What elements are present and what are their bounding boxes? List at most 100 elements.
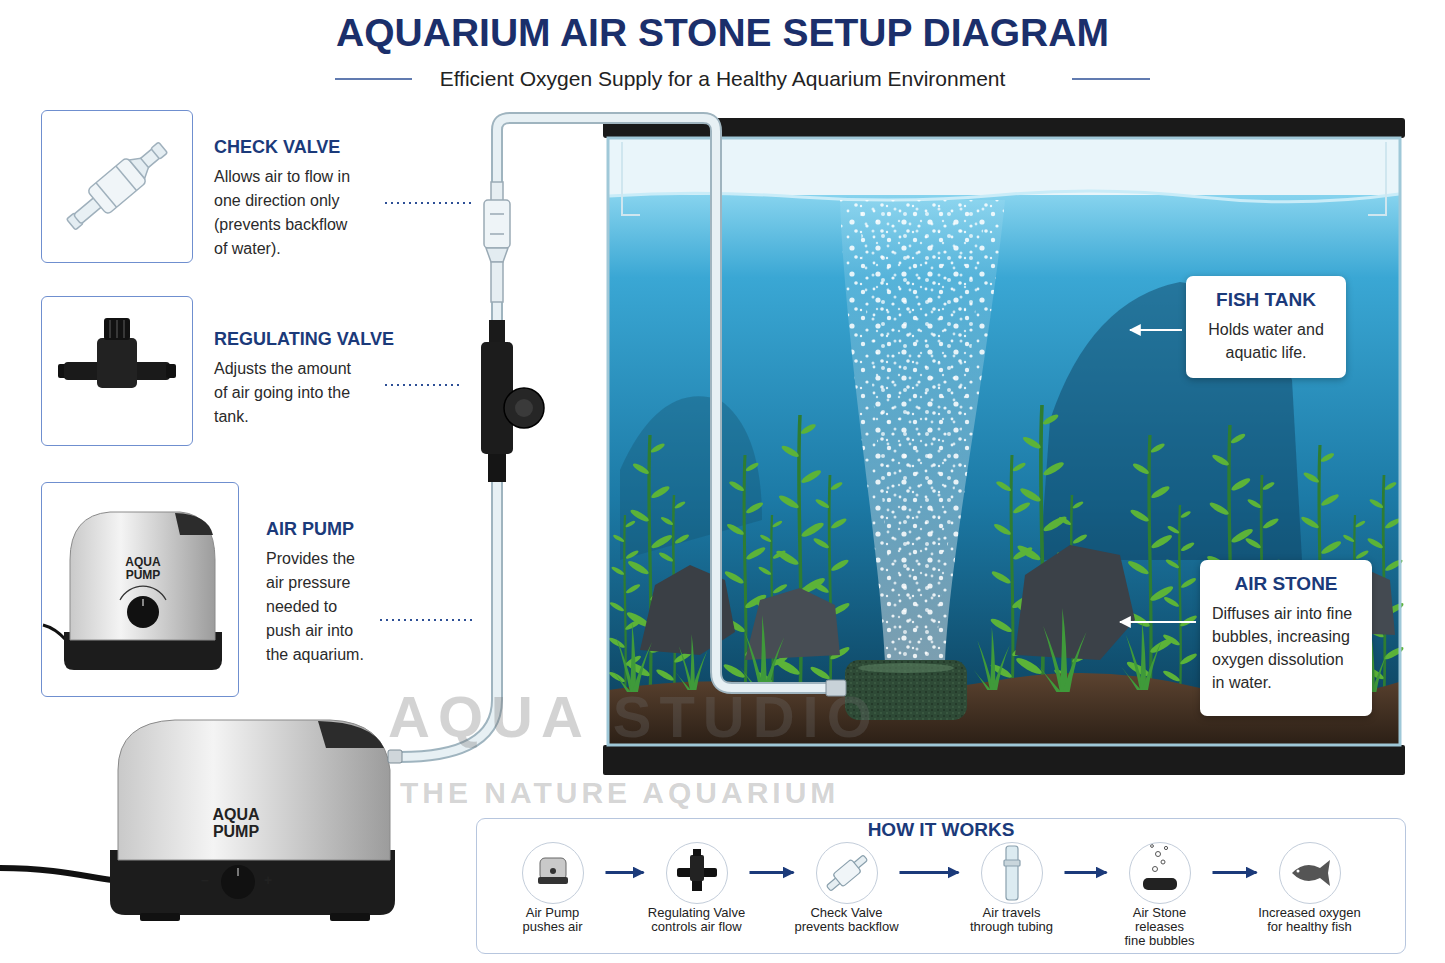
pump-brand-label: AQUA PUMP xyxy=(120,556,166,582)
drawing-part xyxy=(1120,621,1196,623)
drawing-part xyxy=(123,320,125,338)
drawing-part xyxy=(692,881,702,891)
drawing-part xyxy=(491,262,503,302)
step-circle: Check Valve prevents backflow xyxy=(816,842,878,904)
callout-arrow xyxy=(1120,330,1196,622)
glass-corner-marks xyxy=(622,142,1386,215)
drawing-part xyxy=(166,364,176,378)
component-card: CHECK VALVEAllows air to flow in one dir… xyxy=(41,110,193,263)
drawing-part xyxy=(515,399,533,417)
drawing-part xyxy=(826,855,867,891)
drawing-part xyxy=(840,200,1005,662)
step-label: Check Valve prevents backflow xyxy=(791,906,903,934)
tank-glass xyxy=(608,138,1400,745)
callout-box: FISH TANKHolds water and aquatic life. xyxy=(1186,276,1346,378)
callout-heading: AIR STONE xyxy=(1212,572,1360,596)
diagram-title: AQUARIUM AIR STONE SETUP DIAGRAM xyxy=(0,8,1445,58)
panel-heading: HOW IT WORKS xyxy=(477,820,1405,839)
drawing-part xyxy=(1153,867,1158,872)
step-label: Increased oxygen for healthy fish xyxy=(1256,906,1364,934)
drawing-part xyxy=(809,475,851,695)
drawing-part xyxy=(1164,846,1167,849)
drawing-part xyxy=(1161,860,1165,864)
drawing-part xyxy=(489,320,505,344)
drawing-part xyxy=(1297,870,1300,873)
component-card: REGULATING VALVEAdjusts the amount of ai… xyxy=(41,296,193,446)
callout-description: Diffuses air into fine bubbles, increasi… xyxy=(1212,602,1360,694)
drawing-part xyxy=(1292,860,1330,886)
drawing-part xyxy=(335,78,412,80)
step-circle: Air travels through tubing xyxy=(981,842,1043,904)
drawing-part xyxy=(840,200,1005,662)
drawing-part xyxy=(96,183,117,208)
drawing-part xyxy=(0,868,112,880)
step-label: Air travels through tubing xyxy=(964,906,1059,934)
text-block: REGULATING VALVE Adjusts the amount of ai… xyxy=(214,327,362,429)
drawing-part xyxy=(1162,505,1198,695)
component-description: Provides the air pressure needed to push… xyxy=(266,547,374,667)
drawing-part xyxy=(622,142,640,215)
drawing-part xyxy=(1151,845,1154,848)
component-description: Allows air to flow in one direction only… xyxy=(214,165,362,261)
drawing-part xyxy=(968,627,1009,690)
drawing-part xyxy=(70,512,215,640)
drawing-part xyxy=(1072,78,1150,80)
diagram-subtitle: Efficient Oxygen Supply for a Healthy Aq… xyxy=(0,66,1445,92)
drawing-part xyxy=(606,622,652,692)
step-label: Air Pump pushes air xyxy=(508,906,598,934)
callout-description: Holds water and aquatic life. xyxy=(1198,318,1334,364)
text-block: AIR PUMP Provides the air pressure needed… xyxy=(266,517,374,667)
text-block: CHECK VALVE Allows air to flow in one dir… xyxy=(214,135,362,261)
drawing-part xyxy=(1143,878,1177,890)
step-fish-icon xyxy=(1292,860,1330,886)
bubble-column xyxy=(840,200,1005,662)
component-heading: AIR PUMP xyxy=(266,517,374,541)
drawing-part xyxy=(488,454,506,482)
drawing-part xyxy=(116,166,137,191)
drawing-part xyxy=(120,586,166,600)
flow-arrow xyxy=(1213,871,1257,874)
flow-arrow xyxy=(1065,871,1107,874)
steps-panel: HOW IT WORKSAir Pump pushes airRegulatin… xyxy=(476,818,1406,954)
drawing-part xyxy=(140,913,180,921)
drawing-part xyxy=(538,877,568,884)
drawing-part xyxy=(237,868,239,876)
drawing-part xyxy=(550,868,556,874)
drawing-part xyxy=(690,855,704,881)
step-circle: Air Stone releases fine bubbles xyxy=(1129,842,1191,904)
drawing-part xyxy=(504,388,544,428)
drawing-part xyxy=(118,720,390,860)
drawing-part xyxy=(745,588,840,660)
component-heading: REGULATING VALVE xyxy=(214,327,362,351)
tank-top-frame xyxy=(603,118,1405,138)
step-label: Regulating Valve controls air flow xyxy=(641,906,753,934)
component-description: Adjusts the amount of air going into the… xyxy=(214,357,362,429)
drawing-part xyxy=(833,859,862,887)
drawing-part xyxy=(1004,860,1020,866)
dial-sign: + xyxy=(261,872,275,888)
drawing-part xyxy=(109,320,111,338)
drawing-part xyxy=(490,213,504,215)
leader-line xyxy=(380,203,475,620)
callout-box: AIR STONE Diffuses air into fine bubbles,… xyxy=(1200,560,1372,716)
step-circle: Increased oxygen for healthy fish xyxy=(1279,842,1341,904)
drawing-part xyxy=(400,118,832,757)
step-label: Air Stone releases fine bubbles xyxy=(1124,906,1196,948)
step-valve-icon xyxy=(677,849,717,891)
component-heading: CHECK VALVE xyxy=(214,135,362,159)
drawing-part xyxy=(380,619,475,621)
tank-bottom-frame xyxy=(603,745,1405,775)
drawing-part xyxy=(127,596,159,628)
drawing-part xyxy=(609,138,1399,196)
drawing-part xyxy=(1368,142,1386,215)
step-tube-icon xyxy=(1004,846,1020,900)
drawing-part xyxy=(104,318,130,340)
step-stone-icon xyxy=(1143,845,1177,890)
drawing-part xyxy=(491,182,503,202)
regulating-valve-icon xyxy=(58,318,176,388)
regulating-valve-drawing xyxy=(481,320,544,482)
fish-tank-drawing xyxy=(603,118,1405,775)
step-circle: Air Pump pushes air xyxy=(522,842,584,904)
check-valve-drawing xyxy=(484,182,510,302)
